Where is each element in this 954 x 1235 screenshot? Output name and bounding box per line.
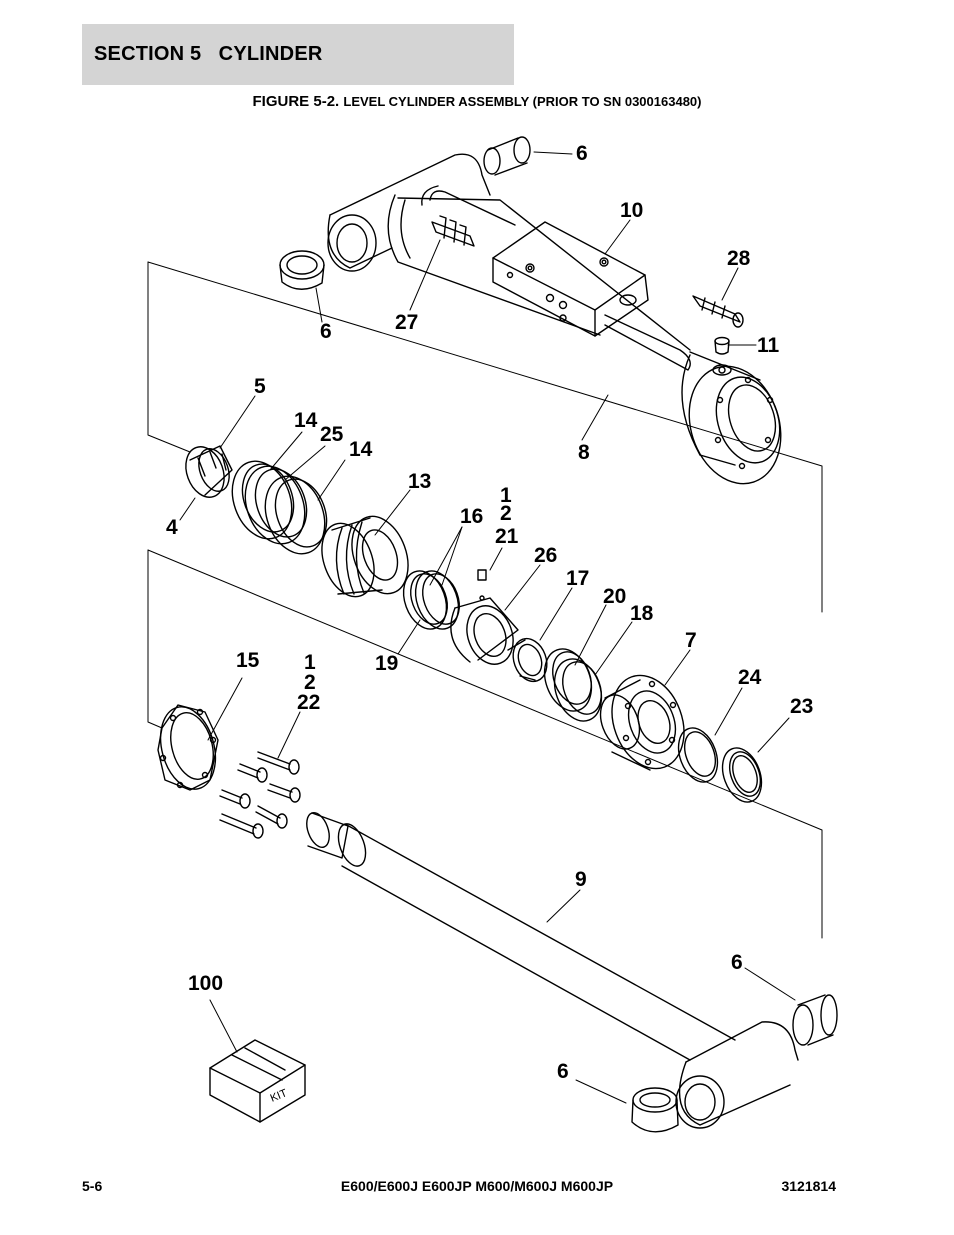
callout: 6 <box>557 1060 569 1083</box>
callout: 100 <box>188 972 223 995</box>
footer-page-number: 5-6 <box>82 1178 103 1194</box>
figure-caption: LEVEL CYLINDER ASSEMBLY (PRIOR TO SN 030… <box>343 94 702 109</box>
callout: 11 <box>757 334 780 357</box>
callout: 20 <box>603 585 626 608</box>
callout: 25 <box>320 423 344 446</box>
callout: 7 <box>685 629 697 652</box>
callout: 1 <box>304 651 316 674</box>
plug-11 <box>714 336 730 355</box>
frame-lines-upper <box>147 261 823 613</box>
callout: 6 <box>320 320 332 343</box>
piston-13 <box>321 515 409 598</box>
piston-nut-4-5 <box>185 445 233 498</box>
callout: 18 <box>630 602 654 625</box>
callout: 21 <box>495 525 519 548</box>
leader-lines <box>179 151 796 1104</box>
callout: 5 <box>254 375 266 398</box>
footer-models: E600/E600J E600JP M600/M600J M600JP <box>340 1178 614 1194</box>
bushing-6-top-left <box>279 250 325 290</box>
footer-doc-number: 3121814 <box>781 1178 836 1194</box>
bushing-6-bottom-left <box>631 1087 679 1133</box>
callout: 1 <box>500 484 512 507</box>
callout-labels: 6 10 28 6 27 11 5 14 25 14 8 4 13 1 2 16… <box>166 142 813 1105</box>
gasket-15 <box>157 704 219 791</box>
figure-title: FIGURE 5-2. LEVEL CYLINDER ASSEMBLY (PRI… <box>0 93 954 110</box>
callout: 6 <box>576 142 588 165</box>
kit-box-100 <box>209 1039 306 1123</box>
callout: 15 <box>236 649 260 672</box>
callout: 24 <box>738 666 762 689</box>
section-header: SECTION 5 CYLINDER <box>82 24 514 85</box>
callout: 8 <box>578 441 590 464</box>
section-title: CYLINDER <box>218 43 323 65</box>
section-number: SECTION 5 <box>94 43 202 65</box>
fitting-27 <box>431 215 475 247</box>
callout: 13 <box>408 470 431 493</box>
callout: 2 <box>500 502 512 525</box>
seals-18-20 <box>543 648 603 722</box>
callout: 14 <box>294 409 318 432</box>
rod-eye <box>675 1021 799 1129</box>
callout: 2 <box>304 671 316 694</box>
callout: 19 <box>375 652 398 675</box>
callout: 27 <box>395 311 418 334</box>
callout: 28 <box>727 247 751 270</box>
seals-16-19 <box>402 570 460 630</box>
cylinder-head-7 <box>599 674 685 771</box>
ring-17 <box>507 637 548 683</box>
callout: 10 <box>620 199 643 222</box>
callout: 23 <box>790 695 813 718</box>
piston-rod-9 <box>306 812 736 1061</box>
bushing-6-top-right <box>483 136 531 176</box>
valve-block <box>492 221 649 337</box>
frame-lines-lower <box>147 549 823 939</box>
cylinder-barrel <box>327 153 782 485</box>
callout: 14 <box>349 438 373 461</box>
seals-14-25 <box>231 460 328 555</box>
figure-number: FIGURE 5-2. <box>252 93 340 110</box>
spacer-26 <box>450 597 519 665</box>
ring-24 <box>677 727 719 783</box>
callout: 9 <box>575 868 587 891</box>
callout: 4 <box>166 516 178 539</box>
wiper-23 <box>721 747 763 803</box>
fitting-28 <box>692 295 744 328</box>
callout: 26 <box>534 544 557 567</box>
kit-label: KIT <box>269 1087 290 1105</box>
capscrews-22 <box>219 751 301 839</box>
bushing-6-bottom-right <box>792 994 838 1046</box>
callout: 16 <box>460 505 483 528</box>
callout: 6 <box>731 951 743 974</box>
callout: 22 <box>297 691 320 714</box>
setscrew-21 <box>477 569 487 601</box>
callout: 17 <box>566 567 589 590</box>
